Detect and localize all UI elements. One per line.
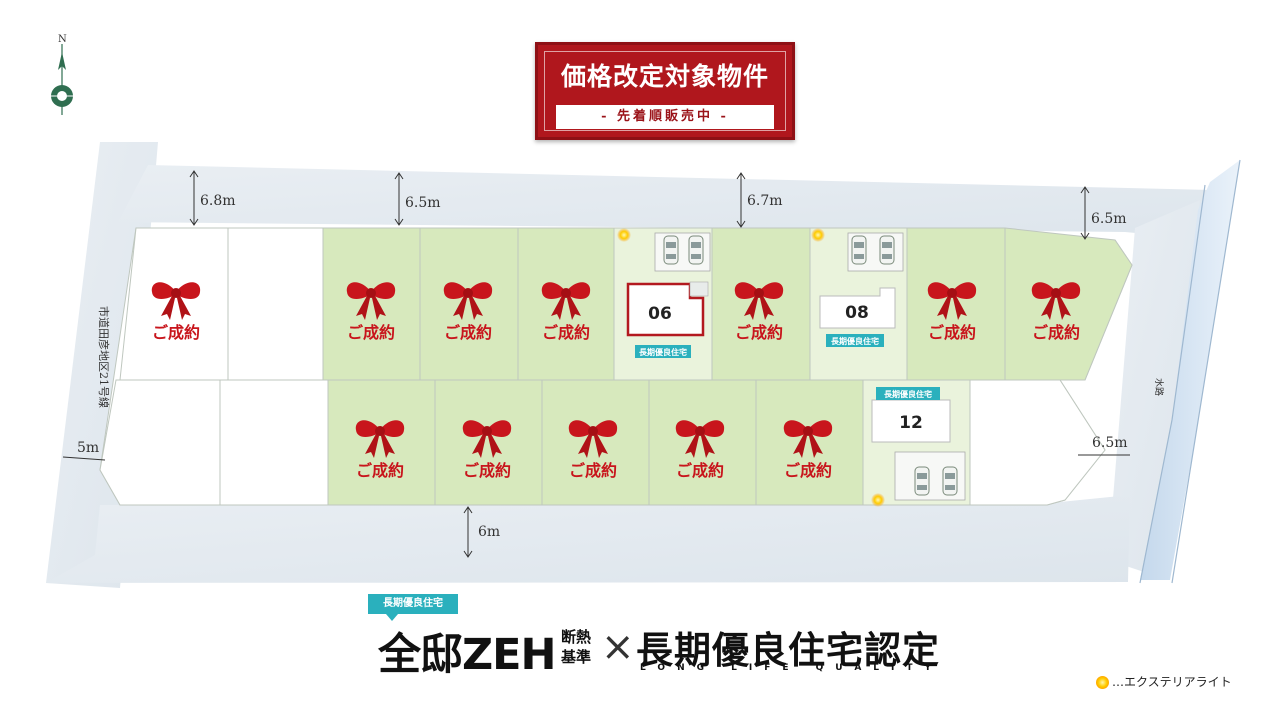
- sold-label: ご成約: [152, 323, 200, 342]
- zeh-headline: 全邸ZEH: [378, 630, 557, 680]
- lot-unsold-3: [99, 379, 221, 506]
- exterior-light-legend: …エクステリアライト: [1096, 673, 1232, 690]
- exterior-light-icon: [1096, 676, 1109, 689]
- lot-sold: [322, 227, 421, 381]
- road-width-label: 6.7m: [747, 193, 783, 209]
- house-08-outline: [819, 287, 896, 329]
- waterway: [1140, 160, 1240, 580]
- banner-title: 価格改定対象物件: [560, 62, 769, 91]
- sold-label: ご成約: [463, 461, 511, 480]
- legend-label: …エクステリアライト: [1112, 675, 1232, 689]
- sold-label: ご成約: [444, 323, 492, 342]
- road-width-label: 6.8m: [200, 193, 236, 209]
- house-12-outline: [871, 399, 951, 443]
- bottom-road: [46, 495, 1130, 583]
- road-width-label: 6.5m: [1091, 211, 1127, 227]
- lot-unsold-2: [227, 227, 324, 381]
- lot-sold: [419, 227, 519, 381]
- lot-number-12: 12: [899, 413, 923, 433]
- lot-sold: [1004, 227, 1133, 381]
- times-symbol: ×: [601, 624, 635, 670]
- road-width-label: 6.5m: [1092, 435, 1128, 451]
- lot-unsold-1: [119, 227, 229, 381]
- certification-headline: 長期優良住宅認定: [636, 629, 940, 672]
- lot-sold: [711, 227, 811, 381]
- road-width-label: 6m: [478, 524, 500, 540]
- lot-unsold-4: [219, 379, 329, 506]
- banner-subtitle: - 先着順販売中 -: [556, 105, 774, 129]
- sold-label: ご成約: [928, 323, 976, 342]
- sold-markers: ご成約 ご成約 ご成約 ご成約 ご成約 ご成約 ご成約 ご成約 ご成約 ご成約 …: [151, 282, 1081, 480]
- insulation-standard-label: 断熱基準: [561, 628, 592, 666]
- lot-unsold-5: [969, 379, 1106, 506]
- compass-north-label: N: [58, 34, 67, 45]
- long-life-quality-tagline: LONG LIFE QUALITY: [640, 663, 944, 673]
- sold-label: ご成約: [1032, 323, 1080, 342]
- road-width-label: 5m: [77, 440, 99, 456]
- lot-number-06: 06: [648, 304, 672, 324]
- lot-sold: [327, 379, 436, 506]
- sold-label: ご成約: [347, 323, 395, 342]
- exterior-light-icon: [617, 228, 631, 242]
- sold-label: ご成約: [676, 461, 724, 480]
- left-road: [46, 142, 158, 588]
- road-width-label: 6.5m: [405, 195, 441, 211]
- lot-sold: [434, 379, 543, 506]
- badge-06: 長期優良住宅: [639, 347, 687, 357]
- lot-06-plan: 06 長期優良住宅: [626, 232, 711, 358]
- lot-08-plan: 08 長期優良住宅: [819, 232, 904, 347]
- exterior-lights: [617, 228, 885, 507]
- badge-08: 長期優良住宅: [831, 336, 879, 346]
- bottom-row-lots: [99, 379, 1106, 506]
- sold-label: ご成約: [735, 323, 783, 342]
- sold-label: ご成約: [784, 461, 832, 480]
- sold-label: ご成約: [569, 461, 617, 480]
- exterior-light-icon: [871, 493, 885, 507]
- lot-sold: [755, 379, 864, 506]
- sold-label: ご成約: [356, 461, 404, 480]
- top-road: [118, 165, 1212, 240]
- price-revision-banner: 価格改定対象物件 - 先着順販売中 -: [535, 42, 795, 140]
- badge-12: 長期優良住宅: [884, 389, 932, 399]
- exterior-light-icon: [811, 228, 825, 242]
- top-row-lots: [119, 227, 1133, 381]
- compass-icon: N: [48, 34, 76, 115]
- left-road-name: 市道田彦地区21号線: [97, 306, 111, 408]
- waterway-label: 水路: [1153, 378, 1165, 396]
- lot-12-plan: 12 長期優良住宅: [871, 387, 966, 501]
- long-life-badge: 長期優良住宅: [368, 594, 458, 621]
- lot-sold: [517, 227, 615, 381]
- sold-label: ご成約: [542, 323, 590, 342]
- lot-number-08: 08: [845, 303, 869, 323]
- right-road: [1108, 200, 1200, 580]
- road-dimensions: [62, 170, 1130, 558]
